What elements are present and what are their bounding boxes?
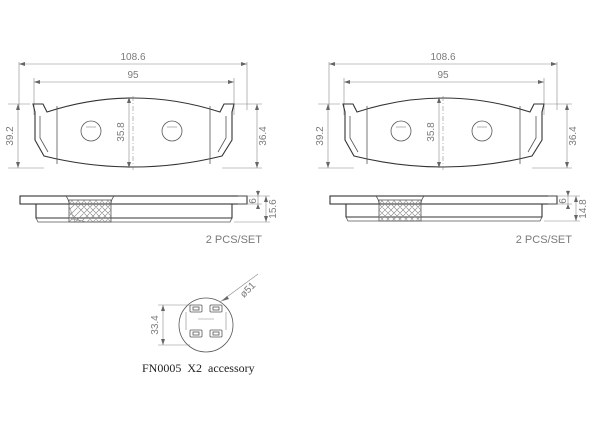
left-pad-outline <box>32 97 235 168</box>
right-pad-hole-left <box>390 120 412 142</box>
right-center-height-label: 35.8 <box>426 122 437 142</box>
right-overall-width-label: 108.6 <box>430 52 455 63</box>
right-quantity-label: 2 PCS/SET <box>516 234 573 246</box>
left-total-thickness-label: 15.6 <box>268 199 279 219</box>
right-pad-top-view: 108.6 95 35.8 39.2 36.4 <box>315 52 579 170</box>
accessory-height-label: 33.4 <box>150 315 161 335</box>
left-pad-hole-right <box>161 120 183 142</box>
left-pad-hole-left <box>80 120 102 142</box>
accessory-outline <box>178 297 234 353</box>
left-quantity-label: 2 PCS/SET <box>206 234 263 246</box>
accessory-drawing: 33.4 ø51 FN0005 X2 accessory <box>142 273 259 375</box>
right-inner-width-label: 95 <box>437 70 449 81</box>
left-plate-thickness-label: 6 <box>248 198 259 204</box>
right-overall-height-label: 39.2 <box>315 126 326 146</box>
accessory-caption: FN0005 X2 accessory <box>142 361 255 375</box>
left-pad-top-view: 108.6 95 35.8 39.2 <box>5 52 269 170</box>
left-inner-width-label: 95 <box>127 70 139 81</box>
right-pad-hole-right <box>471 120 493 142</box>
right-total-thickness-label: 14.8 <box>578 199 589 219</box>
left-pad-side-view: 6 15.6 2 PCS/SET <box>19 190 279 246</box>
right-pad-side-view: 6 14.8 2 PCS/SET <box>329 190 589 246</box>
left-overall-height-label: 39.2 <box>5 126 16 146</box>
accessory-diameter-label: ø51 <box>238 280 258 300</box>
right-pad-outline <box>342 97 545 168</box>
accessory-clips <box>185 304 227 338</box>
left-overall-width-label: 108.6 <box>120 52 145 63</box>
right-plate-thickness-label: 6 <box>558 198 569 204</box>
right-side-height-label: 36.4 <box>568 126 579 146</box>
left-side-height-label: 36.4 <box>258 126 269 146</box>
left-center-height-label: 35.8 <box>116 122 127 142</box>
